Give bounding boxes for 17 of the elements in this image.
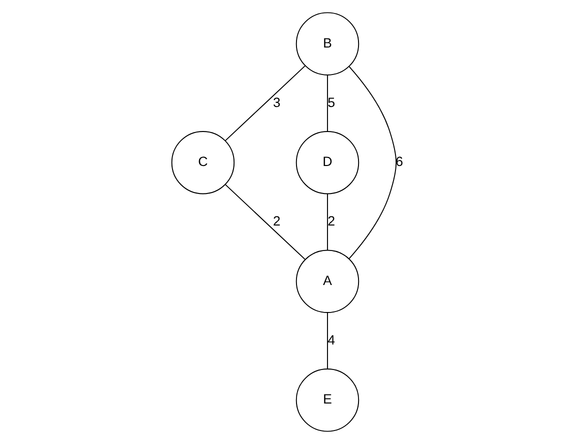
edge-label: 2 bbox=[328, 214, 336, 229]
connector bbox=[224, 65, 306, 142]
node-circle: A bbox=[296, 250, 360, 313]
edge-label: 4 bbox=[328, 332, 336, 348]
edge-label: 3 bbox=[272, 94, 280, 110]
edge-label: 2 bbox=[272, 214, 280, 229]
connector bbox=[224, 184, 306, 260]
edge-label: 6 bbox=[396, 154, 404, 170]
node-circle: D bbox=[296, 131, 360, 194]
connector bbox=[327, 312, 328, 370]
connector bbox=[327, 74, 328, 132]
connector bbox=[348, 66, 397, 260]
node-circle: C bbox=[171, 131, 235, 194]
connector bbox=[327, 194, 328, 251]
node-circle: E bbox=[296, 368, 360, 432]
edge-label: 5 bbox=[328, 94, 336, 110]
node-circle: B bbox=[296, 12, 360, 76]
